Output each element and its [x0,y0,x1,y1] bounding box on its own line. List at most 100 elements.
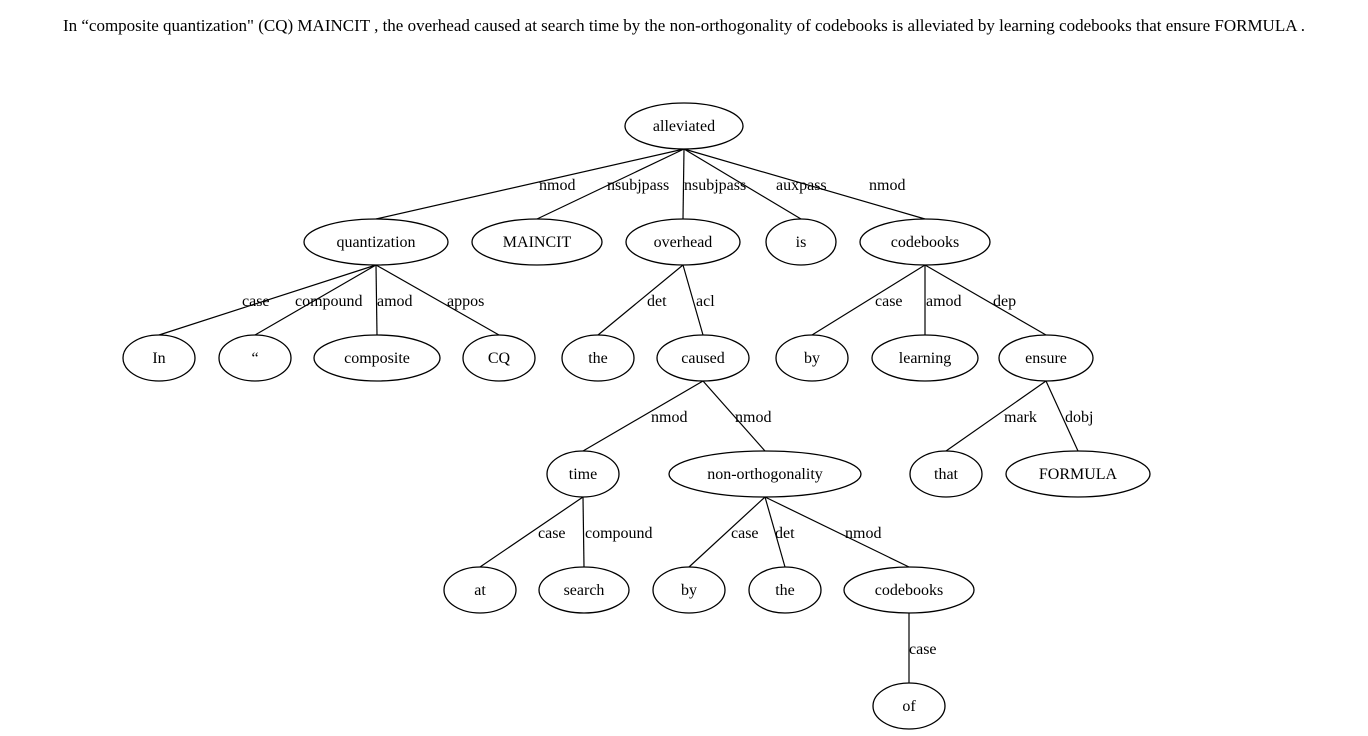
edge-time-at [479,496,584,568]
node-overhead: overhead [625,218,741,266]
node-word: the [588,350,608,367]
edge-label-amod: amod [926,293,962,310]
node-word: by [681,582,697,599]
node-quote: “ [218,334,292,382]
edge-alleviated-quantization [375,148,685,220]
node-alleviated: alleviated [624,102,744,150]
node-by1: by [775,334,849,382]
node-formula: FORMULA [1005,450,1151,498]
edge-label-nmod: nmod [651,409,687,426]
node-ellipse [765,218,837,266]
node-that: that [909,450,983,498]
edge-nonorth-the2 [764,496,786,568]
edge-label-case: case [731,525,759,542]
node-word: time [569,466,597,483]
edge-quantization-composite [375,264,378,336]
node-word: is [796,234,807,251]
node-the1: the [561,334,635,382]
node-ellipse [909,450,983,498]
node-at: at [443,566,517,614]
edge-label-nmod: nmod [539,177,575,194]
edge-overhead-the1 [597,264,684,336]
node-ellipse [625,218,741,266]
edge-label-appos: appos [447,293,484,310]
node-ellipse [1005,450,1151,498]
edge-nonorth-by2 [688,496,766,568]
node-ellipse [775,334,849,382]
node-codebooks1: codebooks [859,218,991,266]
node-caused: caused [656,334,750,382]
node-word: “ [251,350,258,367]
node-word: composite [344,350,410,367]
node-of: of [872,682,946,730]
edge-alleviated-maincit [536,148,685,220]
edge-quantization-quote [254,264,377,336]
node-nonorth: non-orthogonality [668,450,862,498]
edge-ensure-that [945,380,1047,452]
edge-alleviated-overhead [682,148,685,220]
node-ellipse [872,682,946,730]
edge-label-compound: compound [295,293,363,310]
edge-nonorth-codebooks2 [764,496,910,568]
node-codebooks2: codebooks [843,566,975,614]
edge-label-nmod: nmod [735,409,771,426]
edge-label-dep: dep [993,293,1016,310]
node-by2: by [652,566,726,614]
edge-time-search [582,496,585,568]
node-ellipse [668,450,862,498]
node-maincit: MAINCIT [471,218,603,266]
edge-label-nmod: nmod [845,525,881,542]
node-word: codebooks [891,234,959,251]
node-word: codebooks [875,582,943,599]
edge-quantization-in [158,264,377,336]
edge-label-dobj: dobj [1065,409,1093,426]
node-word: MAINCIT [503,234,572,251]
node-learning: learning [871,334,979,382]
edge-label-nsubjpass: nsubjpass [684,177,746,194]
edge-caused-time [582,380,704,452]
edge-quantization-cq [375,264,500,336]
node-ellipse [748,566,822,614]
node-word: learning [899,350,951,367]
node-word: of [902,698,916,715]
node-ellipse [218,334,292,382]
sentence-text: In “composite quantization" (CQ) MAINCIT… [62,16,1306,35]
node-the2: the [748,566,822,614]
edge-label-mark: mark [1004,409,1037,426]
edge-caused-nonorth [702,380,766,452]
edge-alleviated-codebooks1 [683,148,926,220]
node-word: at [474,582,486,599]
node-word: ensure [1025,350,1067,367]
node-word: alleviated [653,118,715,135]
node-word: overhead [654,234,713,251]
node-time: time [546,450,620,498]
node-is: is [765,218,837,266]
node-cq: CQ [462,334,536,382]
edge-label-auxpass: auxpass [776,177,827,194]
node-composite: composite [313,334,441,382]
node-ellipse [122,334,196,382]
node-ellipse [843,566,975,614]
node-ellipse [624,102,744,150]
node-word: quantization [336,234,415,251]
node-ellipse [313,334,441,382]
node-ellipse [859,218,991,266]
edge-label-acl: acl [696,293,715,310]
edge-codebooks1-by1 [811,264,926,336]
nodes-layer: alleviated quantization MAINCIT overhead is c… [122,102,1151,730]
node-word: by [804,350,820,367]
node-ensure: ensure [998,334,1094,382]
edge-alleviated-is [683,148,802,220]
node-ellipse [538,566,630,614]
edge-label-det: det [775,525,795,542]
node-word: CQ [488,350,511,367]
node-ellipse [998,334,1094,382]
edge-label-case: case [909,641,937,658]
node-word: the [775,582,795,599]
edge-label-case: case [242,293,270,310]
edge-label-det: det [647,293,667,310]
edge-label-nsubjpass: nsubjpass [607,177,669,194]
node-in: In [122,334,196,382]
node-word: that [934,466,959,483]
